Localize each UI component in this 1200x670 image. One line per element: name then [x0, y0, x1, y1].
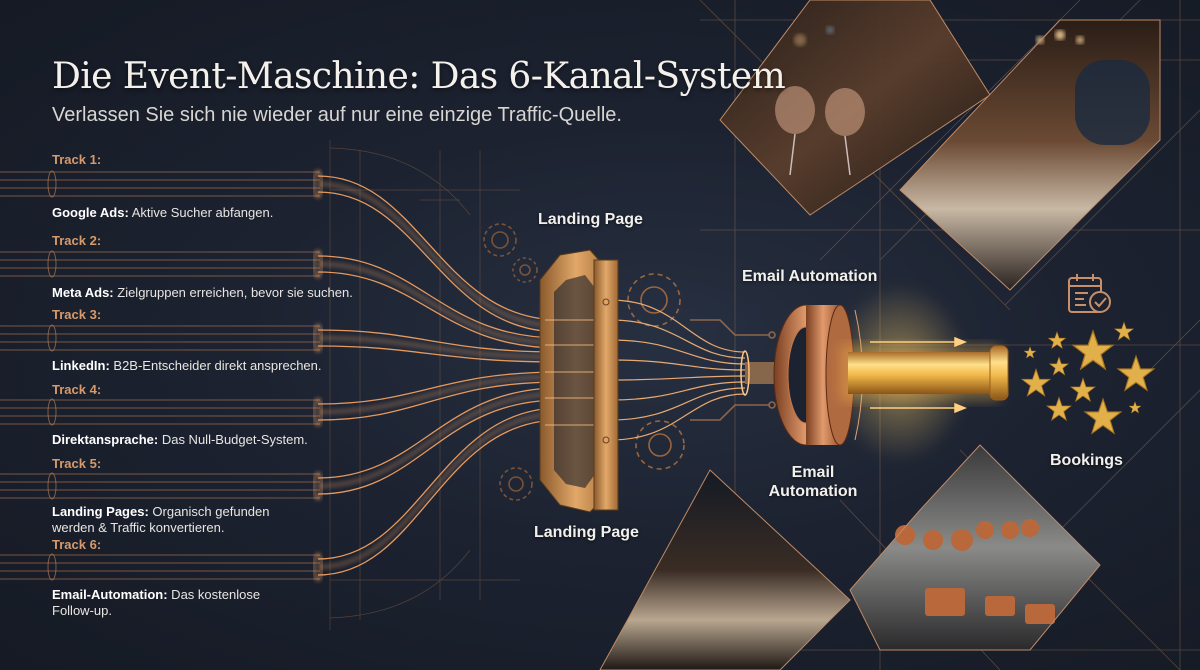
email-automation-line2: Automation	[768, 483, 858, 500]
track-3-name: LinkedIn:	[52, 358, 110, 373]
calendar-check-icon	[1068, 274, 1111, 313]
track-1-label: Track 1:	[52, 152, 102, 167]
track-6-name: Email-Automation:	[52, 587, 168, 602]
page-title: Die Event-Maschine: Das 6-Kanal-System	[52, 56, 786, 97]
photo-wine-toast	[719, 0, 991, 216]
track-1-text: Aktive Sucher abfangen.	[128, 205, 274, 220]
photo-kitchen	[849, 444, 1101, 651]
email-automation-line1: Email	[791, 464, 835, 481]
email-automation-label-bottom: Email Automation	[766, 463, 860, 501]
track-1-name: Google Ads:	[52, 205, 129, 220]
track-4-text: Das Null-Budget-System.	[158, 432, 308, 447]
track-3-desc: LinkedIn: B2B-Entscheider direkt ansprec…	[52, 358, 372, 374]
track-5-text: Organisch gefunden werden & Traffic konv…	[52, 504, 270, 535]
page-subtitle: Verlassen Sie sich nie wieder auf nur ei…	[52, 104, 622, 126]
track-1-desc: Google Ads: Aktive Sucher abfangen.	[52, 205, 312, 221]
track-5-name: Landing Pages:	[52, 504, 149, 519]
photo-restaurant-table	[599, 469, 851, 670]
gear-icons	[483, 223, 776, 501]
track-4-desc: Direktansprache: Das Null-Budget-System.	[52, 432, 372, 448]
track-6-text: Das kostenlose Follow-up.	[52, 587, 261, 618]
bookings-tube	[840, 336, 1009, 414]
track-2-label: Track 2:	[52, 233, 102, 248]
track-6-label: Track 6:	[52, 537, 102, 552]
track-2-desc: Meta Ads: Zielgruppen erreichen, bevor s…	[52, 285, 372, 301]
landing-page-gate	[539, 249, 619, 513]
track-5-label: Track 5:	[52, 456, 102, 471]
star-icons	[1020, 321, 1156, 435]
track-4-label: Track 4:	[52, 382, 102, 397]
track-5-desc: Landing Pages: Organisch gefunden werden…	[52, 504, 282, 536]
track-lines	[0, 170, 785, 581]
bookings-label: Bookings	[1050, 452, 1123, 469]
landing-page-label-bottom: Landing Page	[534, 524, 639, 541]
track-6-desc: Email-Automation: Das kostenlose Follow-…	[52, 587, 272, 619]
track-2-name: Meta Ads:	[52, 285, 114, 300]
landing-page-label-top: Landing Page	[538, 211, 643, 228]
track-3-text: B2B-Entscheider direkt ansprechen.	[109, 358, 322, 373]
email-automation-label-top: Email Automation	[742, 268, 878, 285]
track-4-name: Direktansprache:	[52, 432, 159, 447]
track-2-text: Zielgruppen erreichen, bevor sie suchen.	[113, 285, 353, 300]
track-3-label: Track 3:	[52, 307, 102, 322]
email-automation-ring	[773, 283, 970, 463]
photo-dining-room	[899, 19, 1161, 291]
